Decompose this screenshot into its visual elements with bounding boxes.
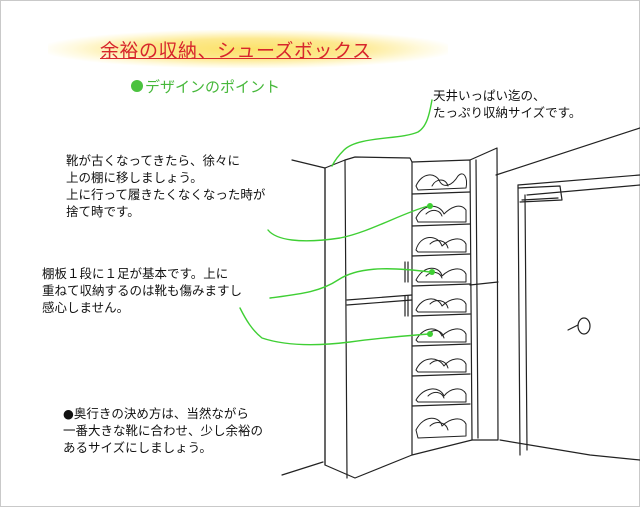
shelf-4 <box>411 283 471 287</box>
ceiling-line-right <box>495 127 640 176</box>
section-subtitle: デザインのポイント <box>145 78 281 96</box>
shelf-5 <box>411 313 471 317</box>
cabinet-divider-bottom <box>346 299 413 306</box>
shelf-7 <box>411 373 471 377</box>
callout-upper-shelf <box>267 205 429 242</box>
green-bullet-icon <box>131 80 143 92</box>
room-door-frame-left <box>517 184 521 456</box>
floor-line-left <box>281 461 324 476</box>
shelf-3 <box>411 253 471 257</box>
note-ceiling-height: 天井いっぱい迄の、 たっぷり収納サイズです。 <box>433 88 582 120</box>
title-highlight-band <box>48 30 448 68</box>
page-title: 余裕の収納、シューズボックス <box>100 40 372 62</box>
cabinet-side-edge <box>344 159 348 479</box>
note-one-pair-per-shelf: 棚板１段に１足が基本です。上に 重ねて収納するのは靴も傷みますし 感心しません。 <box>42 266 243 315</box>
open-door <box>469 147 499 441</box>
door-hinge-line <box>469 281 499 286</box>
cabinet-body <box>324 156 413 479</box>
callout-middle-shelf <box>269 268 431 299</box>
callout-dot-middle <box>429 269 435 275</box>
ceiling-line-left <box>291 159 326 169</box>
note-old-shoes: 靴が古くなってきたら、徐々に 上の棚に移しましょう。 上に行って履きたくなくなっ… <box>66 153 266 219</box>
callout-dot-upper <box>427 203 433 209</box>
cabinet-interior <box>411 159 473 456</box>
shelf-8 <box>411 403 471 407</box>
door-knob-lever <box>567 324 579 331</box>
shoe-sketches <box>415 173 467 439</box>
room-door-frame-top <box>517 174 640 186</box>
transom-window <box>517 185 563 203</box>
callout-ceiling <box>331 99 433 167</box>
cabinet-divider-top <box>346 294 413 301</box>
callout-dot-lower <box>427 331 433 337</box>
door-knob-icon <box>577 317 591 335</box>
shelf-6 <box>411 343 471 347</box>
floor-line-right <box>499 439 640 461</box>
shelf-1 <box>411 191 471 195</box>
shelf-2 <box>411 223 471 227</box>
callout-lower-shelf <box>239 307 429 346</box>
note-depth-sizing: ●奥行きの決め方は、当然ながら 一番大きな靴に合わせ、少し余裕の あるサイズにし… <box>63 406 264 455</box>
